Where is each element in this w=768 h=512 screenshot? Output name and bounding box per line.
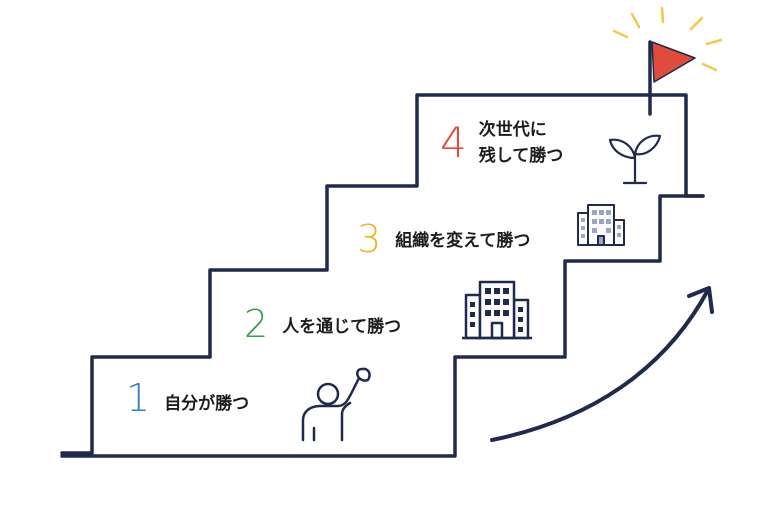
step-3-number: 3	[357, 217, 382, 261]
step-4-label: 4 次世代に 残して勝つ	[440, 117, 563, 170]
building-icon	[462, 280, 532, 340]
person-fist-icon	[301, 367, 371, 442]
staircase-outline	[60, 93, 705, 458]
step-3-text: 組織を変えて勝つ	[395, 230, 531, 251]
step-3-label: 3 組織を変えて勝つ	[357, 220, 530, 258]
office-building-icon	[577, 204, 625, 246]
goal-flag-icon	[612, 6, 723, 116]
step-4-text-line2: 残して勝つ	[478, 146, 564, 167]
step-2-number: 2	[244, 302, 269, 346]
step-4-number: 4	[440, 118, 467, 168]
sprout-icon	[608, 134, 662, 185]
step-2-label: 2 人を通じて勝つ	[244, 305, 401, 343]
step-1-label: 1 自分が勝つ	[126, 379, 249, 417]
step-1-text: 自分が勝つ	[164, 394, 250, 414]
upward-arrow-icon	[490, 286, 714, 442]
step-2-text: 人を通じて勝つ	[282, 316, 402, 337]
step-4-text-line1: 次世代に	[478, 120, 547, 140]
step-1-number: 1	[126, 376, 151, 421]
step-4-text-group: 次世代に 残して勝つ	[479, 117, 564, 170]
